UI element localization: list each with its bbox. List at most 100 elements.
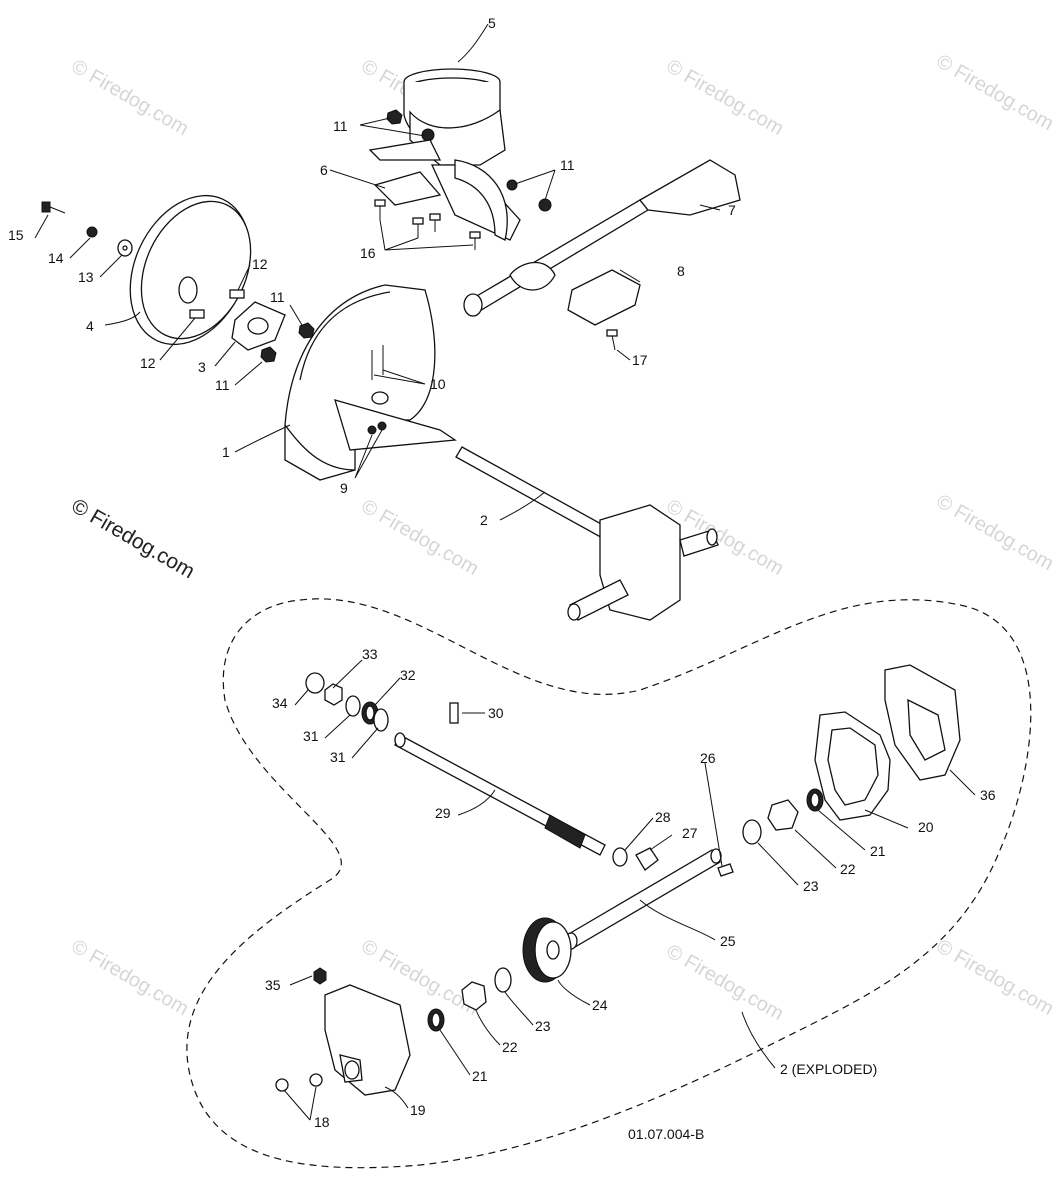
watermark: © Firedog.com [933, 50, 1055, 135]
callout-11: 11 [560, 157, 575, 173]
callout-8: 8 [677, 263, 685, 279]
seal-inner [365, 705, 375, 721]
bolt [41, 201, 66, 214]
watermark: © Firedog.com [933, 935, 1055, 1020]
nut [260, 346, 277, 363]
key [717, 863, 734, 877]
watermark: © Firedog.com [358, 495, 483, 580]
callout-19: 19 [410, 1102, 426, 1118]
watermark: © Firedog.com [663, 940, 788, 1025]
callout-25: 25 [720, 933, 736, 949]
bearing-hole [247, 317, 269, 335]
washer [305, 672, 325, 694]
callout-18: 18 [314, 1114, 330, 1130]
watermark: © Firedog.com [933, 490, 1055, 575]
bracket [373, 171, 442, 206]
nut [506, 179, 518, 191]
bushing [767, 799, 799, 831]
callout-23: 23 [803, 878, 819, 894]
callout-21: 21 [472, 1068, 488, 1084]
callout-20: 20 [918, 819, 934, 835]
bushing [635, 847, 659, 871]
pulley [129, 194, 252, 346]
auger-housing [284, 284, 457, 481]
callout-35: 35 [265, 977, 281, 993]
watermark-main: © Firedog.com [68, 494, 199, 583]
callout-14: 14 [48, 250, 64, 266]
washer [86, 226, 98, 238]
rod-bracket [567, 269, 641, 326]
nut [377, 421, 387, 431]
nut [298, 322, 315, 339]
washer [612, 847, 628, 867]
callout-11: 11 [270, 289, 285, 305]
callout-16: 16 [360, 245, 376, 261]
callout-23: 23 [535, 1018, 551, 1034]
gasket-inner [827, 727, 879, 806]
gear [522, 917, 572, 983]
callout-27: 27 [682, 825, 698, 841]
callout-28: 28 [655, 809, 671, 825]
callout-4: 4 [86, 318, 94, 334]
callout-33: 33 [362, 646, 378, 662]
nut [538, 198, 552, 212]
screws [374, 199, 481, 250]
callout-26: 26 [700, 750, 716, 766]
callout-32: 32 [400, 667, 416, 683]
chute [403, 68, 521, 241]
callout-31: 31 [330, 749, 346, 765]
nut [421, 128, 435, 142]
watermark: © Firedog.com [663, 55, 788, 140]
gearbox-assembly [455, 446, 719, 621]
callout-5: 5 [488, 15, 496, 31]
callout-21: 21 [870, 843, 886, 859]
washer-hole [122, 245, 128, 251]
callout-11: 11 [215, 377, 230, 393]
drawing-code: 01.07.004-B [628, 1126, 704, 1142]
callout-24: 24 [592, 997, 608, 1013]
watermark: © Firedog.com [68, 935, 193, 1020]
crank-rod [463, 159, 741, 317]
callout-36: 36 [980, 787, 996, 803]
watermark: © Firedog.com [68, 55, 193, 140]
callout-22: 22 [840, 861, 856, 877]
callout-13: 13 [78, 269, 94, 285]
callout-10: 10 [430, 376, 446, 392]
callout-2: 2 [480, 512, 488, 528]
nut [367, 425, 377, 435]
bushing [461, 981, 487, 1011]
seal-inner [810, 792, 820, 808]
gear-case-right [884, 664, 961, 781]
callout-22: 22 [502, 1039, 518, 1055]
callouts: 5 11 6 11 7 16 15 14 13 4 12 8 11 12 3 1… [8, 15, 996, 1142]
watermark: © Firedog.com [663, 495, 788, 580]
callout-34: 34 [272, 695, 288, 711]
callout-17: 17 [632, 352, 648, 368]
fitting [309, 1073, 323, 1087]
callout-31: 31 [303, 728, 319, 744]
washer [494, 967, 512, 993]
seal-inner [431, 1012, 441, 1028]
pin [449, 702, 459, 724]
callout-12: 12 [140, 355, 156, 371]
callout-6: 6 [320, 162, 328, 178]
stud [189, 309, 205, 319]
fitting [275, 1078, 289, 1092]
stud [229, 289, 245, 299]
bracket [368, 139, 442, 161]
exploded-label: 2 (EXPLODED) [780, 1061, 877, 1077]
screw [611, 334, 616, 351]
leader-lines [34, 23, 976, 1121]
callout-30: 30 [488, 705, 504, 721]
worm-shaft [394, 732, 606, 856]
callout-7: 7 [728, 202, 736, 218]
callout-1: 1 [222, 444, 230, 460]
callout-29: 29 [435, 805, 451, 821]
nut [324, 683, 343, 706]
callout-12: 12 [252, 256, 268, 272]
screw [313, 967, 327, 985]
callout-9: 9 [340, 480, 348, 496]
washer [373, 708, 389, 732]
nut [386, 109, 403, 125]
